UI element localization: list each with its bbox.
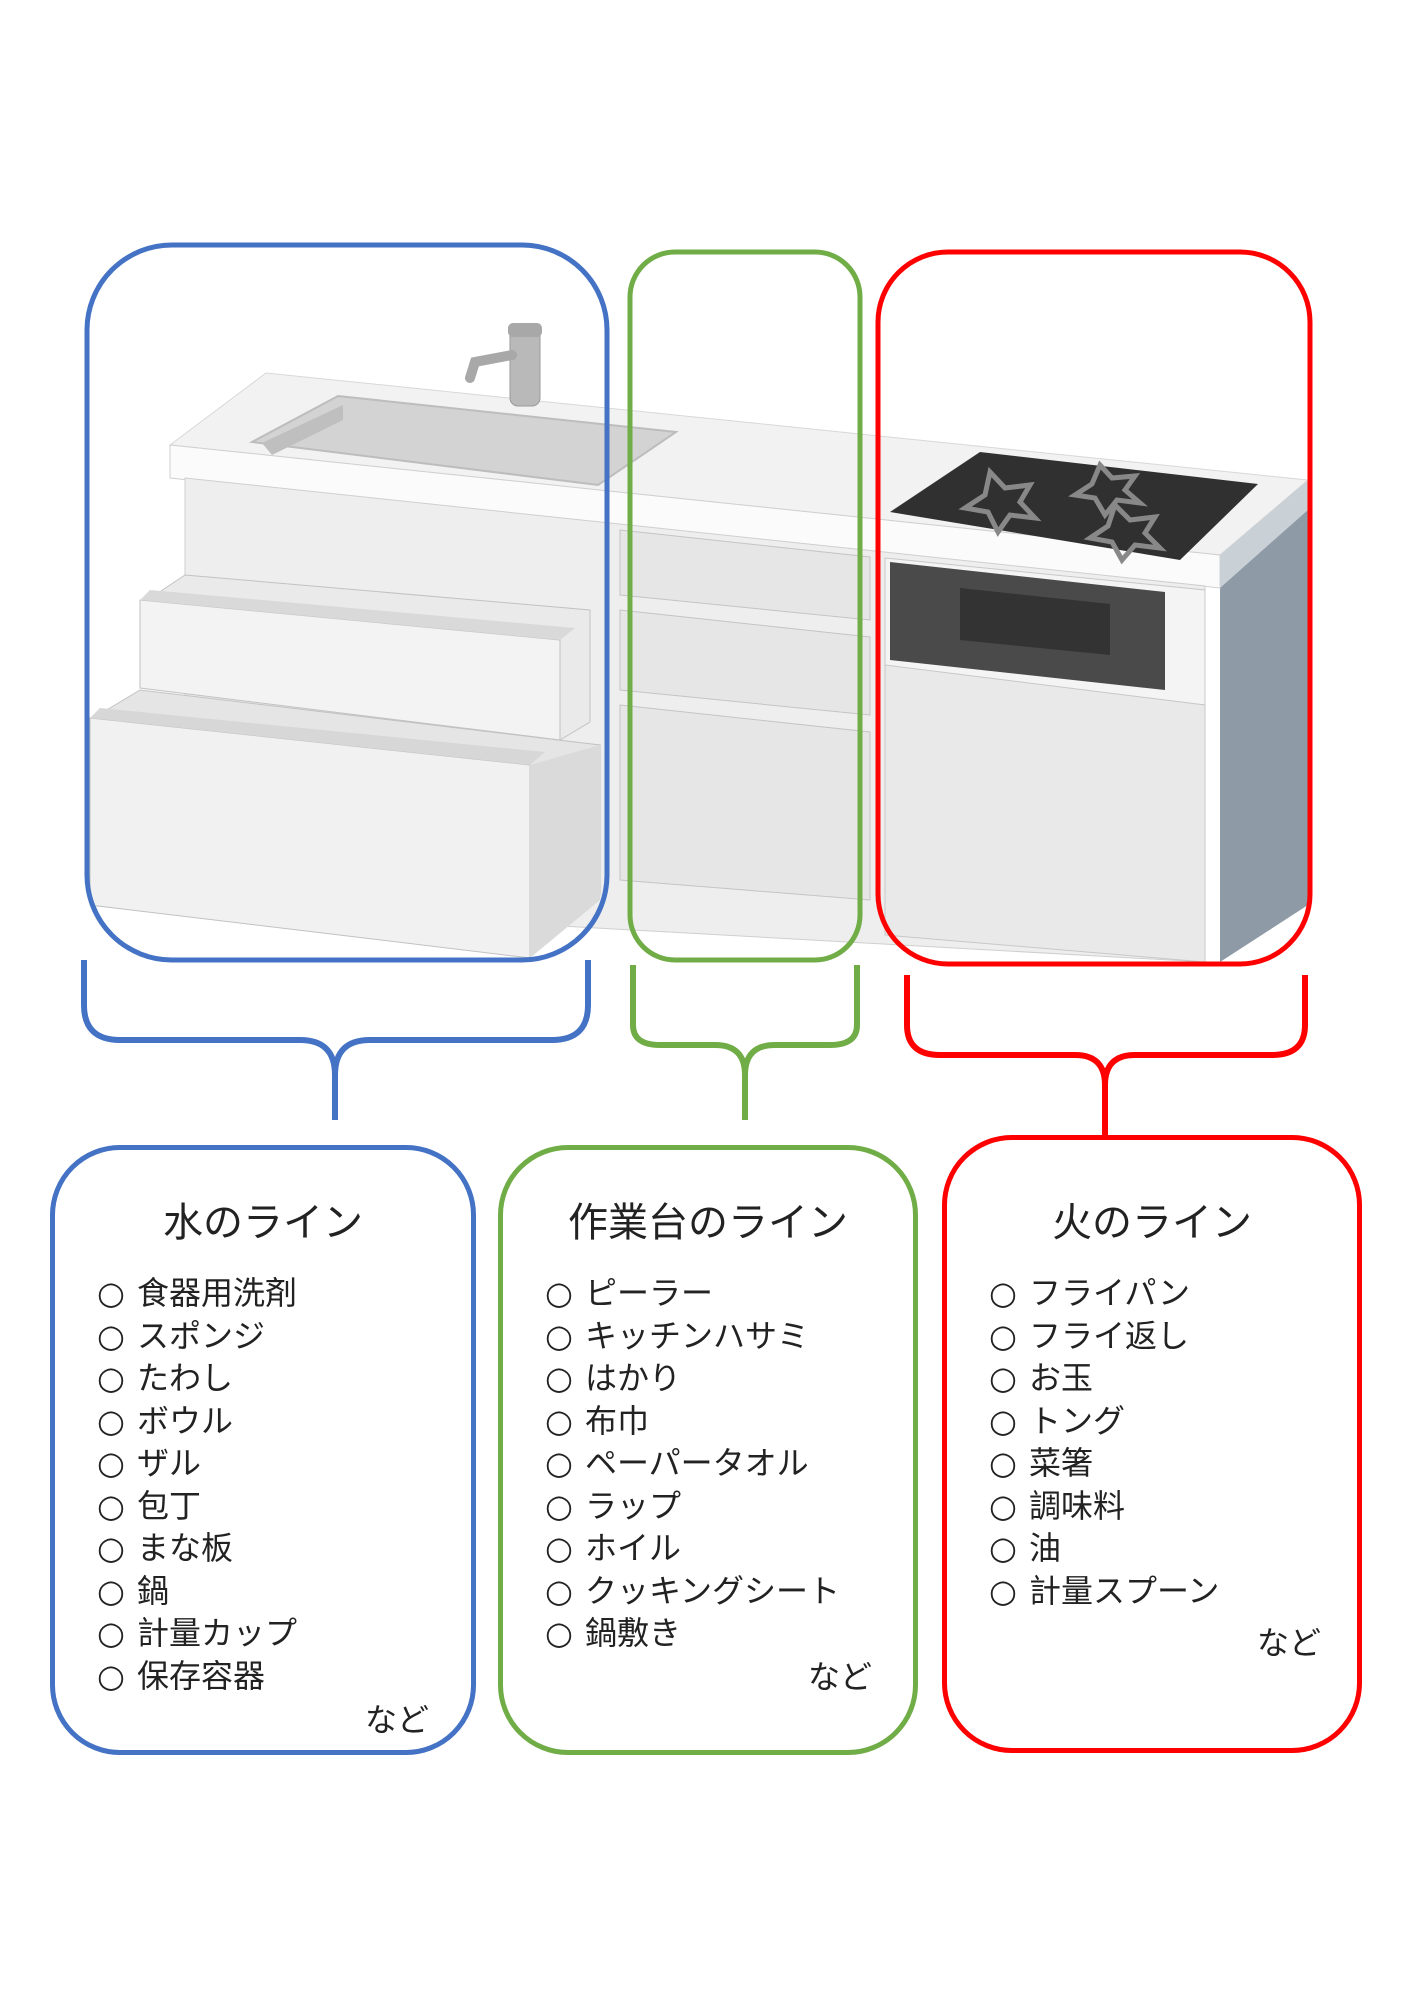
water-zone-item-list: ○食器用洗剤 ○スポンジ ○たわし ○ボウル ○ザル ○包丁 ○まな板 ○鍋 ○…: [97, 1272, 297, 1697]
worktop-zone-panel: 作業台のライン ○ピーラー ○キッチンハサミ ○はかり ○布巾 ○ペーパータオル…: [498, 1145, 918, 1755]
list-item: ○ホイル: [545, 1527, 840, 1570]
list-item: ○スポンジ: [97, 1315, 297, 1358]
circle-bullet-icon: ○: [545, 1316, 573, 1355]
list-item: ○鍋敷き: [545, 1612, 840, 1655]
list-item: ○菜箸: [989, 1442, 1219, 1485]
fire-zone-etc: など: [1257, 1624, 1322, 1662]
list-item: ○計量スプーン: [989, 1570, 1219, 1613]
circle-bullet-icon: ○: [545, 1486, 573, 1525]
circle-bullet-icon: ○: [97, 1486, 125, 1525]
water-zone-frame: [84, 242, 610, 963]
circle-bullet-icon: ○: [989, 1529, 1017, 1567]
circle-bullet-icon: ○: [97, 1656, 125, 1695]
circle-bullet-icon: ○: [545, 1444, 573, 1482]
circle-bullet-icon: ○: [97, 1571, 125, 1610]
list-item: ○保存容器: [97, 1655, 297, 1698]
list-item: ○ピーラー: [545, 1272, 840, 1315]
circle-bullet-icon: ○: [989, 1359, 1017, 1397]
circle-bullet-icon: ○: [989, 1274, 1017, 1312]
list-item: ○包丁: [97, 1485, 297, 1528]
list-item: ○キッチンハサミ: [545, 1315, 840, 1358]
list-item: ○フライ返し: [989, 1315, 1219, 1358]
worktop-zone-etc: など: [808, 1658, 873, 1696]
list-item: ○食器用洗剤: [97, 1272, 297, 1315]
list-item: ○クッキングシート: [545, 1570, 840, 1613]
circle-bullet-icon: ○: [989, 1571, 1017, 1610]
list-item: ○まな板: [97, 1527, 297, 1570]
circle-bullet-icon: ○: [97, 1316, 125, 1355]
circle-bullet-icon: ○: [97, 1614, 125, 1652]
circle-bullet-icon: ○: [545, 1614, 573, 1652]
list-item: ○調味料: [989, 1485, 1219, 1528]
circle-bullet-icon: ○: [545, 1359, 573, 1397]
circle-bullet-icon: ○: [97, 1359, 125, 1397]
list-item: ○ザル: [97, 1442, 297, 1485]
list-item: ○計量カップ: [97, 1612, 297, 1655]
circle-bullet-icon: ○: [97, 1444, 125, 1482]
circle-bullet-icon: ○: [989, 1444, 1017, 1482]
fire-zone-title: 火のライン: [1052, 1200, 1252, 1246]
list-item: ○フライパン: [989, 1272, 1219, 1315]
water-zone-title: 水のライン: [163, 1200, 363, 1246]
list-item: ○ペーパータオル: [545, 1442, 840, 1485]
list-item: ○トング: [989, 1400, 1219, 1443]
water-zone-panel: 水のライン ○食器用洗剤 ○スポンジ ○たわし ○ボウル ○ザル ○包丁 ○まな…: [50, 1145, 476, 1755]
circle-bullet-icon: ○: [97, 1401, 125, 1440]
water-bracket: [81, 960, 591, 1120]
circle-bullet-icon: ○: [545, 1401, 573, 1440]
circle-bullet-icon: ○: [545, 1274, 573, 1312]
water-zone-etc: など: [365, 1701, 430, 1739]
list-item: ○ラップ: [545, 1485, 840, 1528]
fire-bracket: [904, 975, 1308, 1135]
circle-bullet-icon: ○: [97, 1274, 125, 1312]
circle-bullet-icon: ○: [989, 1401, 1017, 1440]
kitchen-counter-illustration: [89, 323, 1310, 963]
worktop-zone-frame: [627, 249, 863, 963]
list-item: ○油: [989, 1527, 1219, 1570]
fire-zone-item-list: ○フライパン ○フライ返し ○お玉 ○トング ○菜箸 ○調味料 ○油 ○計量スプ…: [989, 1272, 1219, 1612]
list-item: ○鍋: [97, 1570, 297, 1613]
list-item: ○ボウル: [97, 1400, 297, 1443]
list-item: ○はかり: [545, 1357, 840, 1400]
circle-bullet-icon: ○: [989, 1486, 1017, 1525]
worktop-bracket: [630, 965, 860, 1120]
fire-zone-panel: 火のライン ○フライパン ○フライ返し ○お玉 ○トング ○菜箸 ○調味料 ○油…: [942, 1135, 1362, 1753]
circle-bullet-icon: ○: [545, 1571, 573, 1610]
fire-zone-frame: [875, 249, 1313, 967]
circle-bullet-icon: ○: [545, 1529, 573, 1567]
list-item: ○たわし: [97, 1357, 297, 1400]
circle-bullet-icon: ○: [97, 1529, 125, 1567]
worktop-zone-title: 作業台のライン: [568, 1200, 848, 1246]
list-item: ○布巾: [545, 1400, 840, 1443]
list-item: ○お玉: [989, 1357, 1219, 1400]
worktop-zone-item-list: ○ピーラー ○キッチンハサミ ○はかり ○布巾 ○ペーパータオル ○ラップ ○ホ…: [545, 1272, 840, 1655]
circle-bullet-icon: ○: [989, 1316, 1017, 1355]
